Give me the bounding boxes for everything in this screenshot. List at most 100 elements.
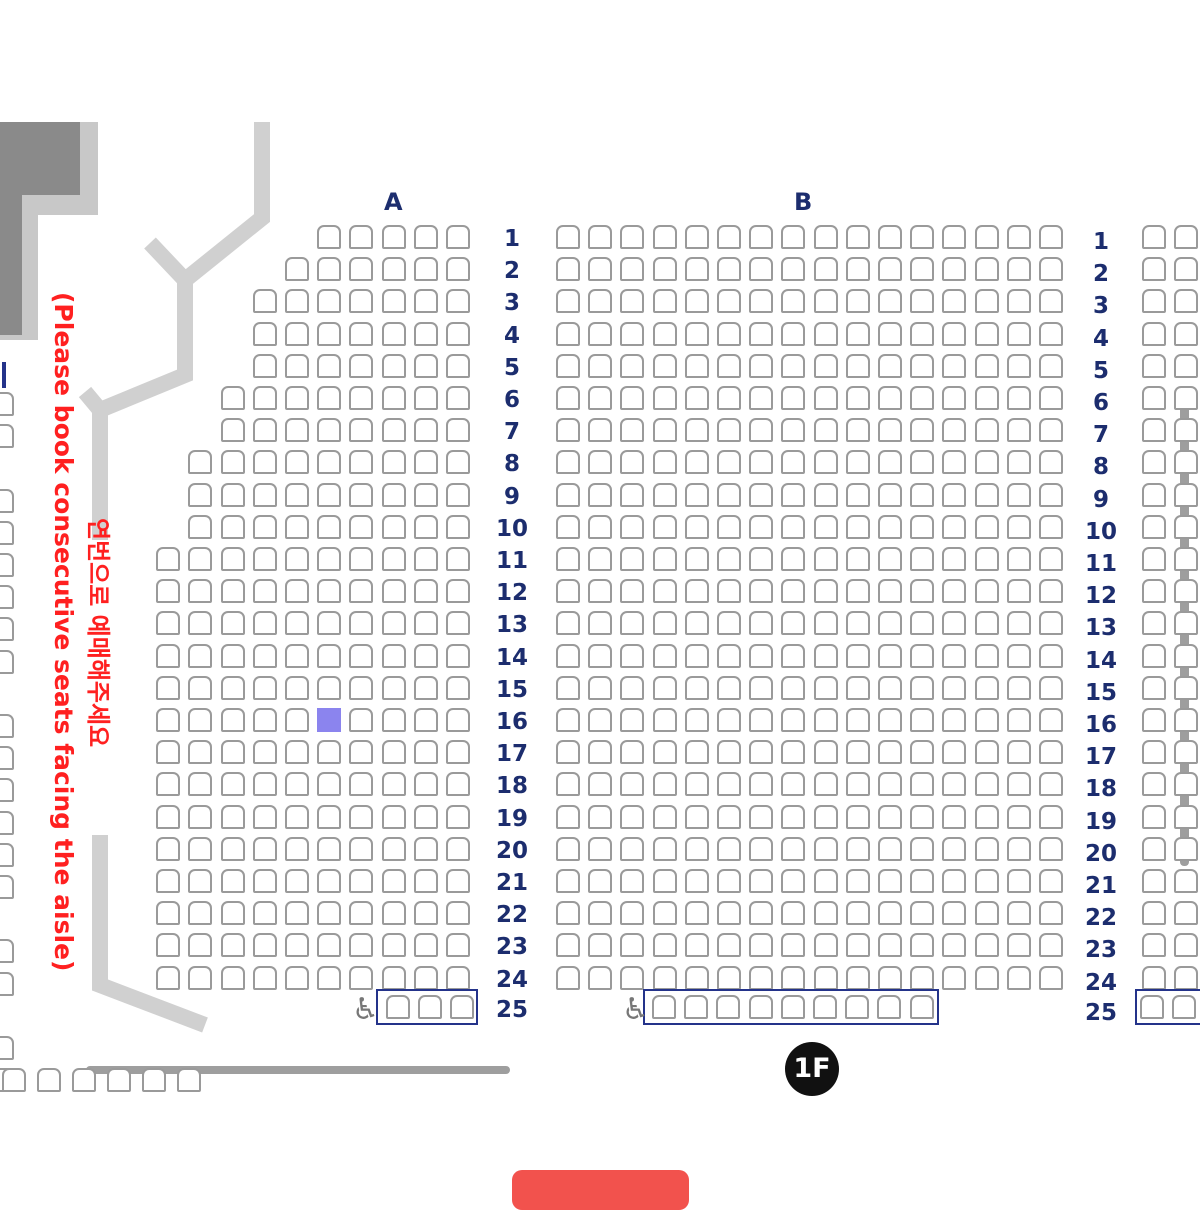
seat[interactable] (285, 547, 309, 571)
seat[interactable] (349, 547, 373, 571)
seat[interactable] (878, 676, 902, 700)
seat[interactable] (414, 483, 438, 507)
seat[interactable] (221, 869, 245, 893)
seat[interactable] (156, 805, 180, 829)
seat[interactable] (942, 418, 966, 442)
seat[interactable] (653, 547, 677, 571)
seat[interactable] (1174, 772, 1198, 796)
seat[interactable] (846, 611, 870, 635)
seat[interactable] (253, 708, 277, 732)
seat[interactable] (188, 579, 212, 603)
seat[interactable] (814, 418, 838, 442)
seat[interactable] (414, 644, 438, 668)
seat[interactable] (349, 257, 373, 281)
seat[interactable] (1174, 579, 1198, 603)
seat[interactable] (749, 515, 773, 539)
seat[interactable] (317, 901, 341, 925)
seat[interactable] (253, 483, 277, 507)
seat[interactable] (446, 386, 470, 410)
seat[interactable] (588, 579, 612, 603)
seat[interactable] (749, 676, 773, 700)
seat[interactable] (317, 805, 341, 829)
seat[interactable] (588, 418, 612, 442)
seat[interactable] (685, 901, 709, 925)
seat[interactable] (1142, 901, 1166, 925)
seat[interactable] (253, 837, 277, 861)
seat[interactable] (588, 708, 612, 732)
seat[interactable] (653, 225, 677, 249)
seat[interactable] (942, 547, 966, 571)
seat[interactable] (814, 386, 838, 410)
seat[interactable] (382, 611, 406, 635)
seat[interactable] (446, 611, 470, 635)
seat[interactable] (781, 869, 805, 893)
seat[interactable] (188, 708, 212, 732)
seat[interactable] (446, 515, 470, 539)
seat[interactable] (975, 225, 999, 249)
seat[interactable] (975, 547, 999, 571)
seat[interactable] (1007, 805, 1031, 829)
seat[interactable] (285, 869, 309, 893)
seat[interactable] (717, 579, 741, 603)
seat[interactable] (1174, 322, 1198, 346)
wheelchair-seat[interactable] (716, 995, 740, 1019)
seat[interactable] (685, 966, 709, 990)
seat[interactable] (942, 805, 966, 829)
seat[interactable] (556, 289, 580, 313)
seat[interactable] (1174, 386, 1198, 410)
seat[interactable] (382, 740, 406, 764)
wheelchair-seat[interactable] (386, 995, 410, 1019)
seat[interactable] (317, 257, 341, 281)
seat[interactable] (221, 547, 245, 571)
seat[interactable] (556, 483, 580, 507)
seat[interactable] (910, 708, 934, 732)
seat[interactable] (382, 547, 406, 571)
seat[interactable] (556, 966, 580, 990)
seat[interactable] (975, 676, 999, 700)
seat[interactable] (653, 708, 677, 732)
seat[interactable] (975, 772, 999, 796)
seat[interactable] (846, 579, 870, 603)
seat[interactable] (910, 933, 934, 957)
seat[interactable] (349, 611, 373, 635)
seat[interactable] (382, 418, 406, 442)
seat[interactable] (814, 966, 838, 990)
seat[interactable] (620, 966, 644, 990)
seat[interactable] (253, 772, 277, 796)
seat[interactable] (942, 354, 966, 378)
seat[interactable] (414, 450, 438, 474)
seat[interactable] (1007, 483, 1031, 507)
seat[interactable] (942, 901, 966, 925)
seat[interactable] (1039, 966, 1063, 990)
seat[interactable] (0, 553, 14, 577)
seat[interactable] (717, 483, 741, 507)
seat[interactable] (846, 418, 870, 442)
seat[interactable] (221, 579, 245, 603)
seat[interactable] (975, 805, 999, 829)
seat[interactable] (1174, 933, 1198, 957)
seat[interactable] (878, 418, 902, 442)
seat[interactable] (781, 772, 805, 796)
seat[interactable] (846, 837, 870, 861)
seat[interactable] (846, 901, 870, 925)
seat[interactable] (942, 289, 966, 313)
seat[interactable] (349, 354, 373, 378)
seat[interactable] (653, 418, 677, 442)
seat[interactable] (285, 644, 309, 668)
seat[interactable] (1007, 644, 1031, 668)
horizontal-scrollbar[interactable] (86, 1066, 510, 1074)
seat[interactable] (382, 901, 406, 925)
seat[interactable] (382, 837, 406, 861)
seat[interactable] (717, 805, 741, 829)
seat[interactable] (910, 386, 934, 410)
seat[interactable] (717, 708, 741, 732)
seat[interactable] (846, 386, 870, 410)
seat[interactable] (1174, 289, 1198, 313)
seat[interactable] (620, 450, 644, 474)
seat[interactable] (942, 676, 966, 700)
seat[interactable] (781, 547, 805, 571)
seat[interactable] (749, 901, 773, 925)
seat[interactable] (1142, 611, 1166, 635)
seat[interactable] (1007, 837, 1031, 861)
seat[interactable] (1142, 418, 1166, 442)
